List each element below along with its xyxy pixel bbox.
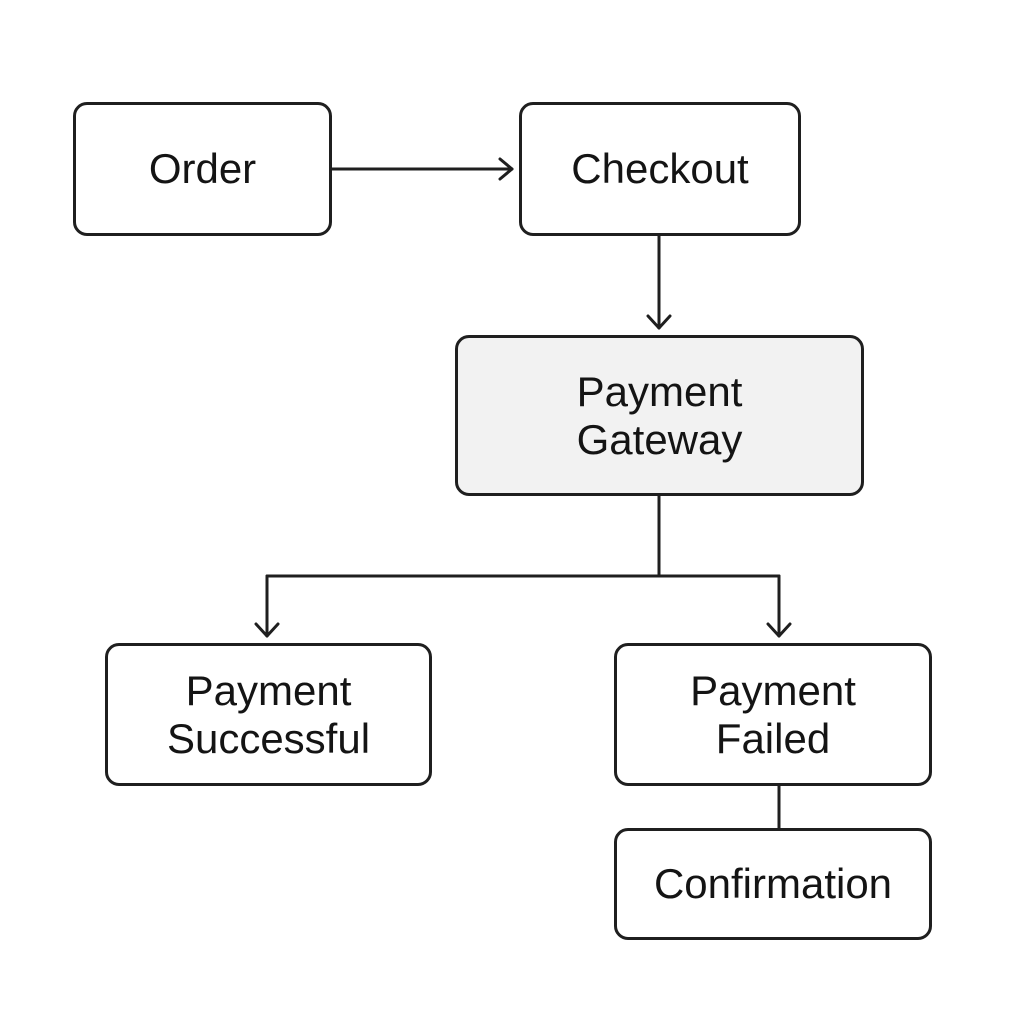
node-order-label: Order [148,145,257,192]
arrowhead-gateway-success [254,622,280,638]
arrowhead-checkout-gateway [646,314,672,330]
node-payment-gateway-line1: Payment [576,367,743,415]
node-payment-successful-line1: Payment [185,666,352,714]
node-checkout: Checkout [519,102,801,236]
node-payment-successful-line2: Successful [166,714,371,762]
node-confirmation-label: Confirmation [653,860,893,907]
node-payment-gateway-line2: Gateway [576,415,743,463]
node-payment-successful: Payment Successful [105,643,432,786]
node-confirmation: Confirmation [614,828,932,940]
node-payment-failed: Payment Failed [614,643,932,786]
node-order: Order [73,102,332,236]
node-payment-gateway: Payment Gateway [455,335,864,496]
node-payment-failed-line2: Failed [715,714,831,762]
arrowhead-order-checkout [498,157,514,181]
node-checkout-label: Checkout [571,145,749,192]
node-payment-failed-line1: Payment [690,666,856,714]
arrowhead-gateway-failed [766,622,792,638]
